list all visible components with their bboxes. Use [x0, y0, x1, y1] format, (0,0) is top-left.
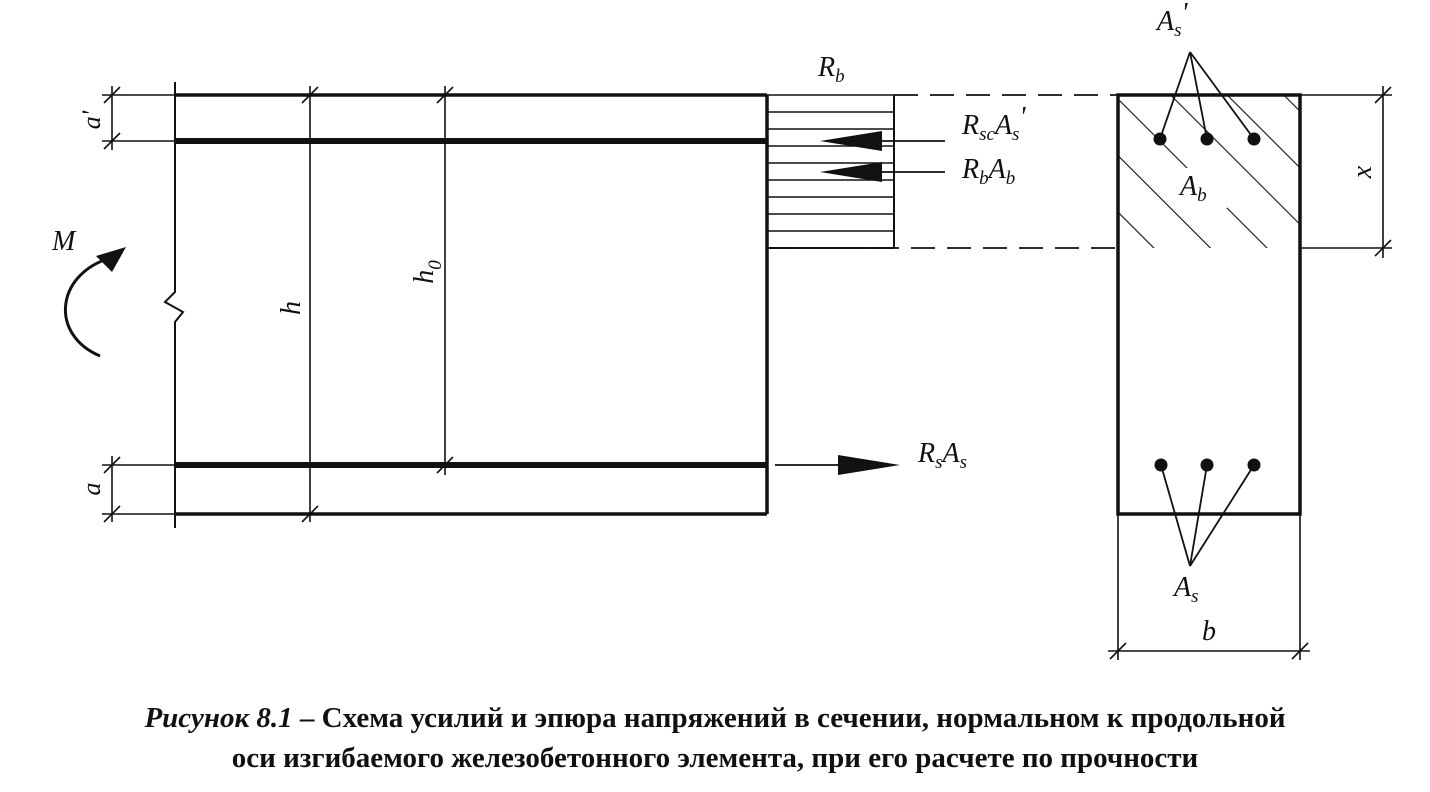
- arrow-Rs-As: [775, 455, 900, 475]
- dimension-x: [1374, 86, 1392, 258]
- beam-elevation: [163, 82, 769, 528]
- caption-text-1: Схема усилий и эпюра напряжений в сечени…: [321, 702, 1286, 734]
- label-h0: h0: [409, 260, 446, 284]
- dimension-b: [1108, 642, 1310, 660]
- bottom-rebar-leaders: [1160, 464, 1255, 567]
- label-Rsc-As: RscAs': [961, 102, 1026, 145]
- projection-lines: [767, 94, 1118, 249]
- moment-arrow: [64, 247, 126, 358]
- caption-label: Рисунок 8.1: [144, 702, 293, 734]
- label-b: b: [1202, 616, 1216, 647]
- projection-ext: [1117, 94, 1392, 660]
- label-As-bottom: As: [1172, 572, 1199, 607]
- arrow-Rsc-As: [820, 131, 945, 151]
- dimension-left: [102, 86, 175, 523]
- label-As-top: As': [1155, 0, 1189, 41]
- caption-dash: –: [292, 702, 322, 734]
- caption-line-2: оси изгибаемого железобетонного элемента…: [231, 742, 1199, 774]
- label-Rb: Rb: [817, 52, 845, 87]
- arrow-Rb-Ab: [820, 162, 945, 182]
- dimension-h: [301, 86, 319, 523]
- label-Rb-Ab: RbAb: [961, 154, 1015, 189]
- label-x: x: [1347, 165, 1378, 179]
- top-rebar-leaders: [1159, 51, 1255, 140]
- label-a-prime: a': [77, 110, 106, 129]
- label-Ab: Ab: [1178, 171, 1207, 206]
- figure-caption: Рисунок 8.1 – Схема усилий и эпюра напря…: [0, 698, 1430, 778]
- caption-line-1: Рисунок 8.1 – Схема усилий и эпюра напря…: [0, 698, 1430, 738]
- break-line: [163, 82, 185, 528]
- label-Rs-As: RsAs: [917, 438, 967, 473]
- label-h: h: [276, 301, 307, 315]
- label-M: M: [51, 226, 77, 257]
- label-a: a: [77, 483, 106, 496]
- dimension-h0: [436, 86, 454, 475]
- Ab-label-bg: [1175, 168, 1227, 208]
- cross-section: [1116, 93, 1302, 516]
- bottom-rebars: [1154, 458, 1261, 472]
